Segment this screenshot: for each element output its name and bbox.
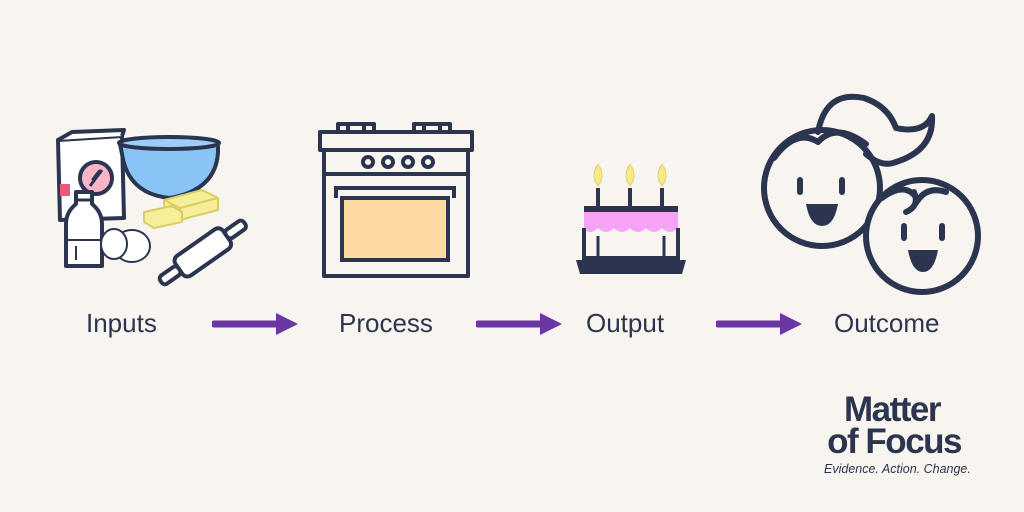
arrow-output-to-outcome <box>714 311 804 342</box>
stage-label-inputs: Inputs <box>86 308 157 338</box>
matter-of-focus-logo: Matter of Focus Evidence. Action. Change… <box>818 390 998 478</box>
stage-label-process: Process <box>339 308 433 338</box>
logo-line-2: of Focus <box>827 422 962 461</box>
logo-tagline: Evidence. Action. Change. <box>824 462 971 476</box>
butter-icon <box>143 189 219 229</box>
happy-faces-icon <box>756 88 986 298</box>
mixing-bowl-icon <box>117 135 221 200</box>
stage-label-outcome: Outcome <box>834 308 940 338</box>
eggs-icon <box>100 228 151 263</box>
arrow-process-to-output <box>474 311 564 342</box>
birthday-cake-icon <box>572 160 692 280</box>
logo-line-1: Matter <box>843 390 942 429</box>
milk-bottle-icon <box>64 190 104 268</box>
baking-ingredients-icon <box>52 128 262 288</box>
stage-label-output: Output <box>586 308 665 338</box>
rolling-pin-icon <box>157 218 248 287</box>
oven-icon <box>316 118 476 280</box>
arrow-inputs-to-process <box>210 311 300 342</box>
